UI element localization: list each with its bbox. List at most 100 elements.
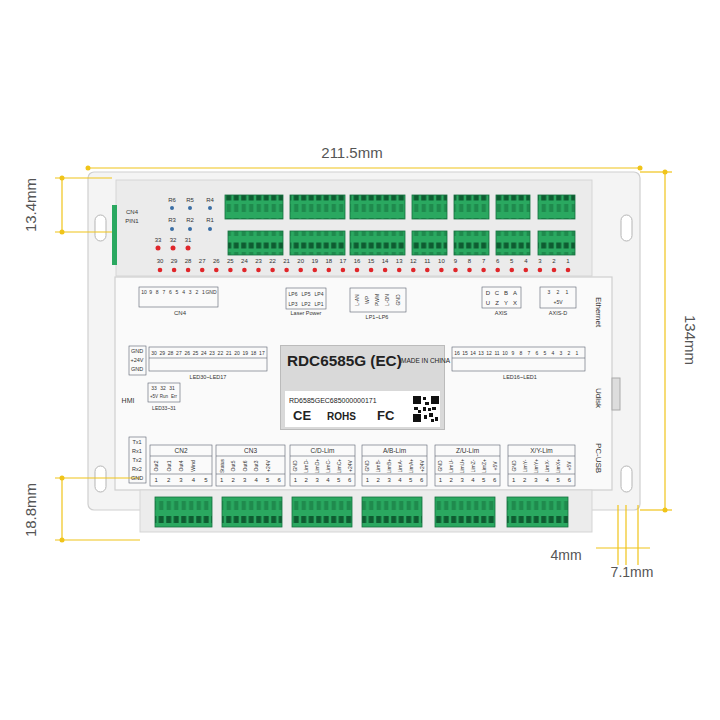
table-title: CN2 [174, 448, 187, 455]
pin-label: 1 [566, 290, 569, 295]
pin-label: 8 [156, 290, 159, 295]
pin-label: LimZ+ [481, 459, 486, 473]
pin-label: 33 [151, 386, 157, 391]
pin-label: 3 [243, 477, 246, 483]
led-number: 31 [185, 237, 192, 243]
pin-label: 30 [151, 351, 157, 356]
pin-label: 2 [523, 477, 526, 483]
cn4-strip [112, 205, 117, 265]
terminal-blocks [225, 195, 575, 255]
led-number: 15 [368, 258, 375, 264]
resistor-dots [170, 206, 212, 231]
pin-label: 6 [493, 477, 496, 483]
udisk-port [612, 378, 620, 410]
pin-label: +24V [265, 460, 270, 472]
pin-label: 4 [398, 477, 401, 483]
led-number: 2 [552, 258, 555, 264]
pin-label: 3 [534, 477, 537, 483]
pin-label: 6 [568, 477, 571, 483]
table-title: LED33~31 [152, 406, 176, 411]
pin-label: 1 [294, 477, 297, 483]
pin-label: 17 [259, 351, 265, 356]
led-number: 23 [255, 258, 262, 264]
pin-label: Y [504, 300, 508, 306]
led-number: 32 [170, 237, 177, 243]
pin-label: LimD- [304, 459, 309, 472]
led-number: 5 [510, 258, 513, 264]
port-label: HMI [122, 397, 135, 404]
resistor-label: R2 [186, 217, 194, 223]
table-title: Z/U-Lim [456, 448, 479, 455]
led-number: 20 [297, 258, 304, 264]
led-number: 8 [468, 258, 471, 264]
dimension-label: 211.5mm [321, 145, 382, 160]
pin-label: WP [365, 296, 370, 304]
pin-label: 7 [528, 351, 531, 356]
pin-label: 3 [460, 477, 463, 483]
pin-label: 28 [168, 351, 174, 356]
pin-label: LimB- [376, 459, 381, 472]
pin-label: 8 [520, 351, 523, 356]
table-title: CN3 [244, 448, 257, 455]
led-number: 17 [340, 258, 347, 264]
pin-label: 4 [255, 477, 258, 483]
pin-label: LP4 [315, 292, 324, 297]
mounting-slot [621, 466, 632, 492]
resistor-label: R1 [206, 217, 214, 223]
led-number: 21 [283, 258, 290, 264]
pin-label: A [513, 290, 517, 296]
pin-label: 6 [169, 290, 172, 295]
pin-label: 5 [544, 351, 547, 356]
led-number: 30 [157, 258, 164, 264]
pin-label: LimY+ [533, 459, 538, 473]
pin-label: 2 [568, 351, 571, 356]
pin-label: 5 [409, 477, 412, 483]
pin-label: 5 [482, 477, 485, 483]
table-title: A/B-Lim [383, 448, 406, 455]
cover [115, 277, 612, 490]
port-label: Udisk [594, 388, 602, 408]
pin-label: 9 [512, 351, 515, 356]
mounting-slot [621, 215, 632, 241]
pin-label: 3 [548, 290, 551, 295]
pin-label: Out6 [242, 461, 247, 472]
pin-label: 1 [220, 477, 223, 483]
pin-label: 12 [486, 351, 492, 356]
pin-label: Z [495, 300, 499, 306]
pin-label: 15 [462, 351, 468, 356]
pin-label: 27 [176, 351, 182, 356]
led-number: 22 [269, 258, 276, 264]
table-title: AXIS-D [549, 311, 567, 317]
pin-label: 21 [226, 351, 232, 356]
dimension-label: 4mm [550, 548, 581, 562]
pin-label: Tx2 [132, 458, 141, 464]
dimension-label: 18.8mm [23, 483, 38, 537]
pin-label: Out2 [154, 461, 159, 472]
port-label: PC-USB [594, 443, 602, 473]
table-title: CN4 [174, 310, 186, 316]
led-number: 7 [482, 258, 485, 264]
pin-label: 7 [162, 290, 165, 295]
pin-label: 2 [377, 477, 380, 483]
pin-label: LimA+ [408, 459, 413, 473]
pin-label: LimZ- [470, 460, 475, 473]
pin-label: L-ON [385, 294, 390, 306]
pin-label: 3 [179, 477, 182, 483]
pin-label: GND [205, 290, 216, 295]
pin-label: 2 [232, 477, 235, 483]
mounting-slot [95, 466, 106, 492]
led-number: 16 [354, 258, 361, 264]
table-title: C/D-Lim [311, 448, 335, 455]
dimension-label: 134mm [683, 315, 698, 365]
pin-label: 5 [337, 477, 340, 483]
led-number: 3 [538, 258, 541, 264]
pin-label: GND [131, 476, 143, 482]
led-number: 26 [213, 258, 220, 264]
dimension-lines [55, 168, 672, 565]
pin-label: 29 [160, 351, 166, 356]
pin-label: LimY- [522, 460, 527, 473]
pin-label: 25 [193, 351, 199, 356]
pin-label: Status [219, 459, 224, 473]
pin-label: 4 [182, 290, 185, 295]
led-number: 19 [311, 258, 318, 264]
